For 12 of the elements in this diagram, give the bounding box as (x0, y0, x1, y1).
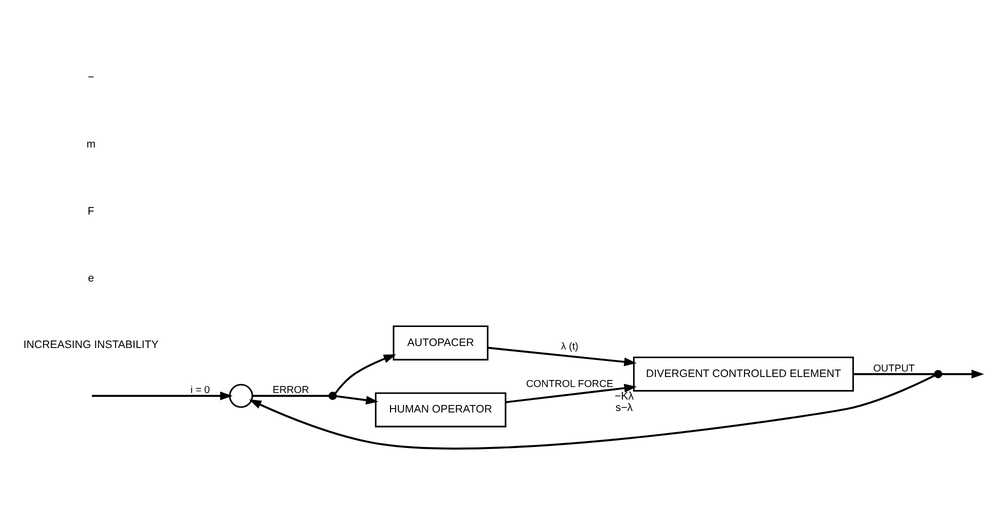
edge-label: CONTROL FORCE (526, 378, 614, 390)
edge-label: λ (t) (561, 341, 578, 352)
node-label: s−λ (616, 402, 633, 414)
node-label: −Kλ (614, 390, 634, 402)
label: e (88, 272, 94, 284)
label: INCREASING INSTABILITY (23, 338, 159, 351)
edge-label: OUTPUT (873, 362, 915, 374)
edge-label: ERROR (272, 384, 310, 396)
label: F (88, 204, 94, 217)
label: − (88, 71, 94, 84)
edge-label: i = 0 (190, 384, 210, 396)
label: m (86, 138, 96, 150)
